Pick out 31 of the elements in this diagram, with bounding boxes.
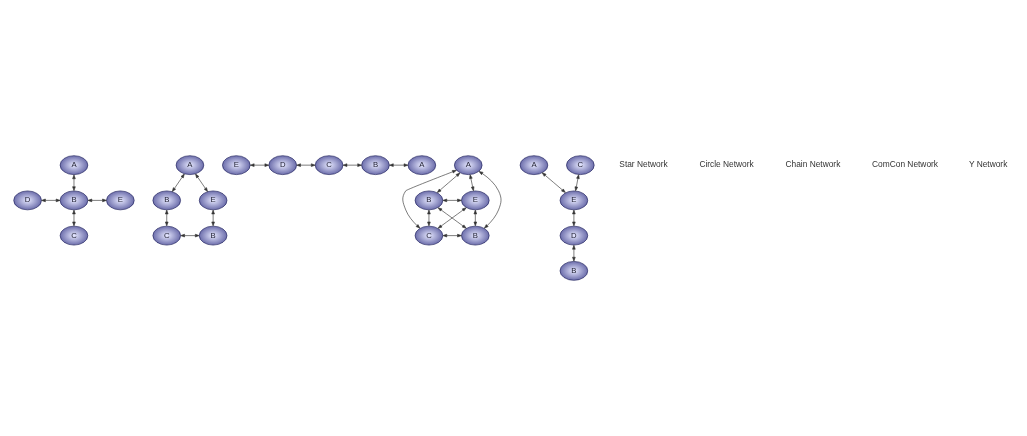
label: Circle Network	[699, 159, 754, 170]
label: Star Network	[619, 159, 668, 170]
arrow	[72, 174, 76, 191]
label: ComCon Network	[872, 159, 939, 170]
arrow	[342, 163, 362, 167]
arrow	[436, 172, 461, 193]
arrow	[572, 245, 576, 262]
arrow	[473, 209, 477, 227]
arrow	[87, 198, 107, 203]
arrow	[469, 174, 475, 192]
arrow	[41, 198, 61, 203]
arrow	[172, 173, 185, 192]
label: Y Network	[968, 159, 1008, 170]
arrow	[437, 207, 467, 229]
arrow	[478, 171, 502, 229]
arrow	[211, 209, 215, 227]
arrow	[389, 163, 409, 167]
label: Chain Network	[785, 159, 841, 170]
arrow	[296, 163, 316, 167]
arrow	[541, 172, 566, 193]
arrow	[165, 209, 169, 227]
arrow	[427, 209, 431, 227]
arrow	[402, 170, 457, 229]
arrow	[442, 198, 462, 203]
arrow	[572, 209, 576, 227]
arrow	[574, 174, 580, 192]
arrow	[249, 163, 270, 167]
arrow	[72, 209, 76, 227]
arrow	[442, 233, 462, 238]
arrow	[195, 173, 208, 192]
arrow	[180, 233, 200, 238]
